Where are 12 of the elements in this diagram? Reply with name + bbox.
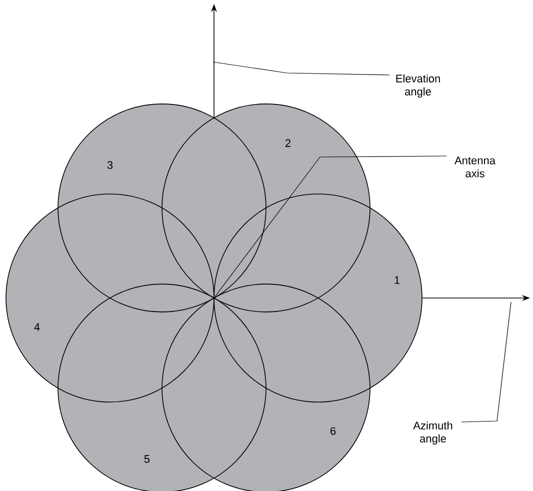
- callout-text: Antenna axis: [454, 156, 496, 178]
- beam-number: 5: [144, 455, 150, 463]
- beam-number: 6: [330, 427, 336, 435]
- beam-number: 3: [107, 161, 113, 169]
- beam-number: 1: [394, 276, 400, 284]
- callout-text: Azimuth angle: [413, 421, 452, 445]
- beam-number: 2: [286, 139, 290, 147]
- beam-number: 4: [34, 323, 40, 331]
- leader-line: [461, 302, 512, 422]
- leader-line: [212, 62, 390, 76]
- callout-text: Elevation angle: [396, 74, 440, 98]
- axis-point: [212, 296, 216, 300]
